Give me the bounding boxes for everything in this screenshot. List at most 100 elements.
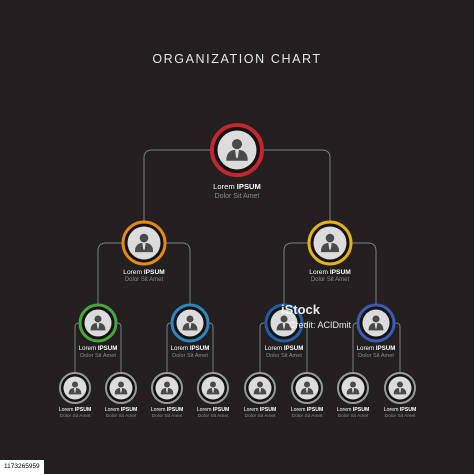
node-name-part1: Lorem — [383, 407, 400, 413]
person-icon — [182, 315, 198, 331]
watermark: iStock Credit: ACIDmit — [281, 300, 431, 340]
node-name: Lorem IPSUM — [308, 407, 398, 413]
node-name-part2: IPSUM — [97, 345, 118, 352]
node-subtitle: Dolor Sit Amet — [214, 193, 260, 200]
node-name: Lorem IPSUM — [122, 407, 212, 413]
node-name: Lorem IPSUM — [215, 407, 305, 413]
org-node-n12 — [291, 372, 323, 404]
node-subtitle: Dolor Sit Amet — [310, 277, 350, 283]
node-name-part1: Lorem — [213, 182, 237, 191]
stock-id-label: 1173265959 — [0, 460, 44, 474]
org-node-n3 — [78, 303, 118, 343]
node-name-part1: Lorem — [356, 345, 376, 352]
person-icon — [320, 233, 340, 253]
node-name-part2: IPSUM — [352, 407, 370, 413]
node-name-part2: IPSUM — [283, 345, 304, 352]
node-subtitle: Dolor Sit Amet — [151, 414, 183, 419]
node-name: Lorem IPSUM — [99, 269, 189, 276]
connector-l1b-left — [283, 242, 309, 305]
org-node-n7 — [59, 372, 91, 404]
node-name-part1: Lorem — [58, 407, 75, 413]
node-subtitle: Dolor Sit Amet — [291, 414, 323, 419]
node-subtitle: Dolor Sit Amet — [266, 353, 302, 359]
node-name-part1: Lorem — [104, 407, 121, 413]
node-name-part1: Lorem — [243, 407, 260, 413]
node-name-part2: IPSUM — [399, 407, 417, 413]
chart-title: ORGANIZATION CHART — [152, 52, 322, 66]
node-name: Lorem IPSUM — [76, 407, 166, 413]
node-name: Lorem IPSUM — [262, 407, 352, 413]
node-name-part1: Lorem — [336, 407, 353, 413]
org-node-n8 — [105, 372, 137, 404]
connector-l1a-right — [165, 242, 191, 305]
person-icon — [393, 381, 407, 395]
person-icon — [346, 381, 360, 395]
org-node-n13 — [337, 372, 369, 404]
org-node-n4 — [170, 303, 210, 343]
watermark-logo: iStock — [281, 302, 321, 317]
node-subtitle: Dolor Sit Amet — [105, 414, 137, 419]
node-name-part1: Lorem — [123, 269, 144, 276]
connector-top-left — [143, 149, 212, 222]
person-icon — [114, 381, 128, 395]
node-subtitle: Dolor Sit Amet — [384, 414, 416, 419]
connector-top-right — [262, 149, 331, 222]
person-icon — [90, 315, 106, 331]
connector-l1b-right — [351, 242, 377, 305]
node-inner-disc — [84, 309, 112, 337]
person-icon — [206, 381, 220, 395]
node-subtitle: Dolor Sit Amet — [80, 353, 116, 359]
org-node-n1 — [121, 220, 167, 266]
node-name: Lorem IPSUM — [355, 407, 445, 413]
org-node-n9 — [151, 372, 183, 404]
node-name: Lorem IPSUM — [53, 345, 143, 352]
node-name: Lorem IPSUM — [145, 345, 235, 352]
person-icon — [300, 381, 314, 395]
node-name: Lorem IPSUM — [331, 345, 421, 352]
org-node-n10 — [197, 372, 229, 404]
org-node-n5 — [264, 303, 304, 343]
node-name-part2: IPSUM — [306, 407, 324, 413]
node-name-part1: Lorem — [78, 345, 98, 352]
node-name-part2: IPSUM — [189, 345, 210, 352]
person-icon — [226, 139, 248, 161]
org-node-n6 — [356, 303, 396, 343]
node-subtitle: Dolor Sit Amet — [59, 414, 91, 419]
node-name: Lorem IPSUM — [168, 407, 258, 413]
node-name-part1: Lorem — [170, 345, 190, 352]
node-subtitle: Dolor Sit Amet — [244, 414, 276, 419]
node-subtitle: Dolor Sit Amet — [124, 277, 164, 283]
connector-l1a-left — [97, 242, 123, 305]
node-name-part2: IPSUM — [166, 407, 184, 413]
node-name-part1: Lorem — [150, 407, 167, 413]
node-subtitle: Dolor Sit Amet — [337, 414, 369, 419]
person-icon — [253, 381, 267, 395]
watermark-credit: Credit: ACIDmit — [289, 320, 352, 330]
node-name-part2: IPSUM — [212, 407, 230, 413]
person-icon — [276, 315, 292, 331]
person-icon — [368, 315, 384, 331]
node-subtitle: Dolor Sit Amet — [172, 353, 208, 359]
node-name-part2: IPSUM — [74, 407, 92, 413]
node-name: Lorem IPSUM — [285, 269, 375, 276]
org-node-n14 — [384, 372, 416, 404]
org-node-n11 — [244, 372, 276, 404]
person-icon — [134, 233, 154, 253]
node-name-part2: IPSUM — [120, 407, 138, 413]
node-name-part2: IPSUM — [375, 345, 396, 352]
node-inner-disc — [176, 309, 204, 337]
node-subtitle: Dolor Sit Amet — [197, 414, 229, 419]
